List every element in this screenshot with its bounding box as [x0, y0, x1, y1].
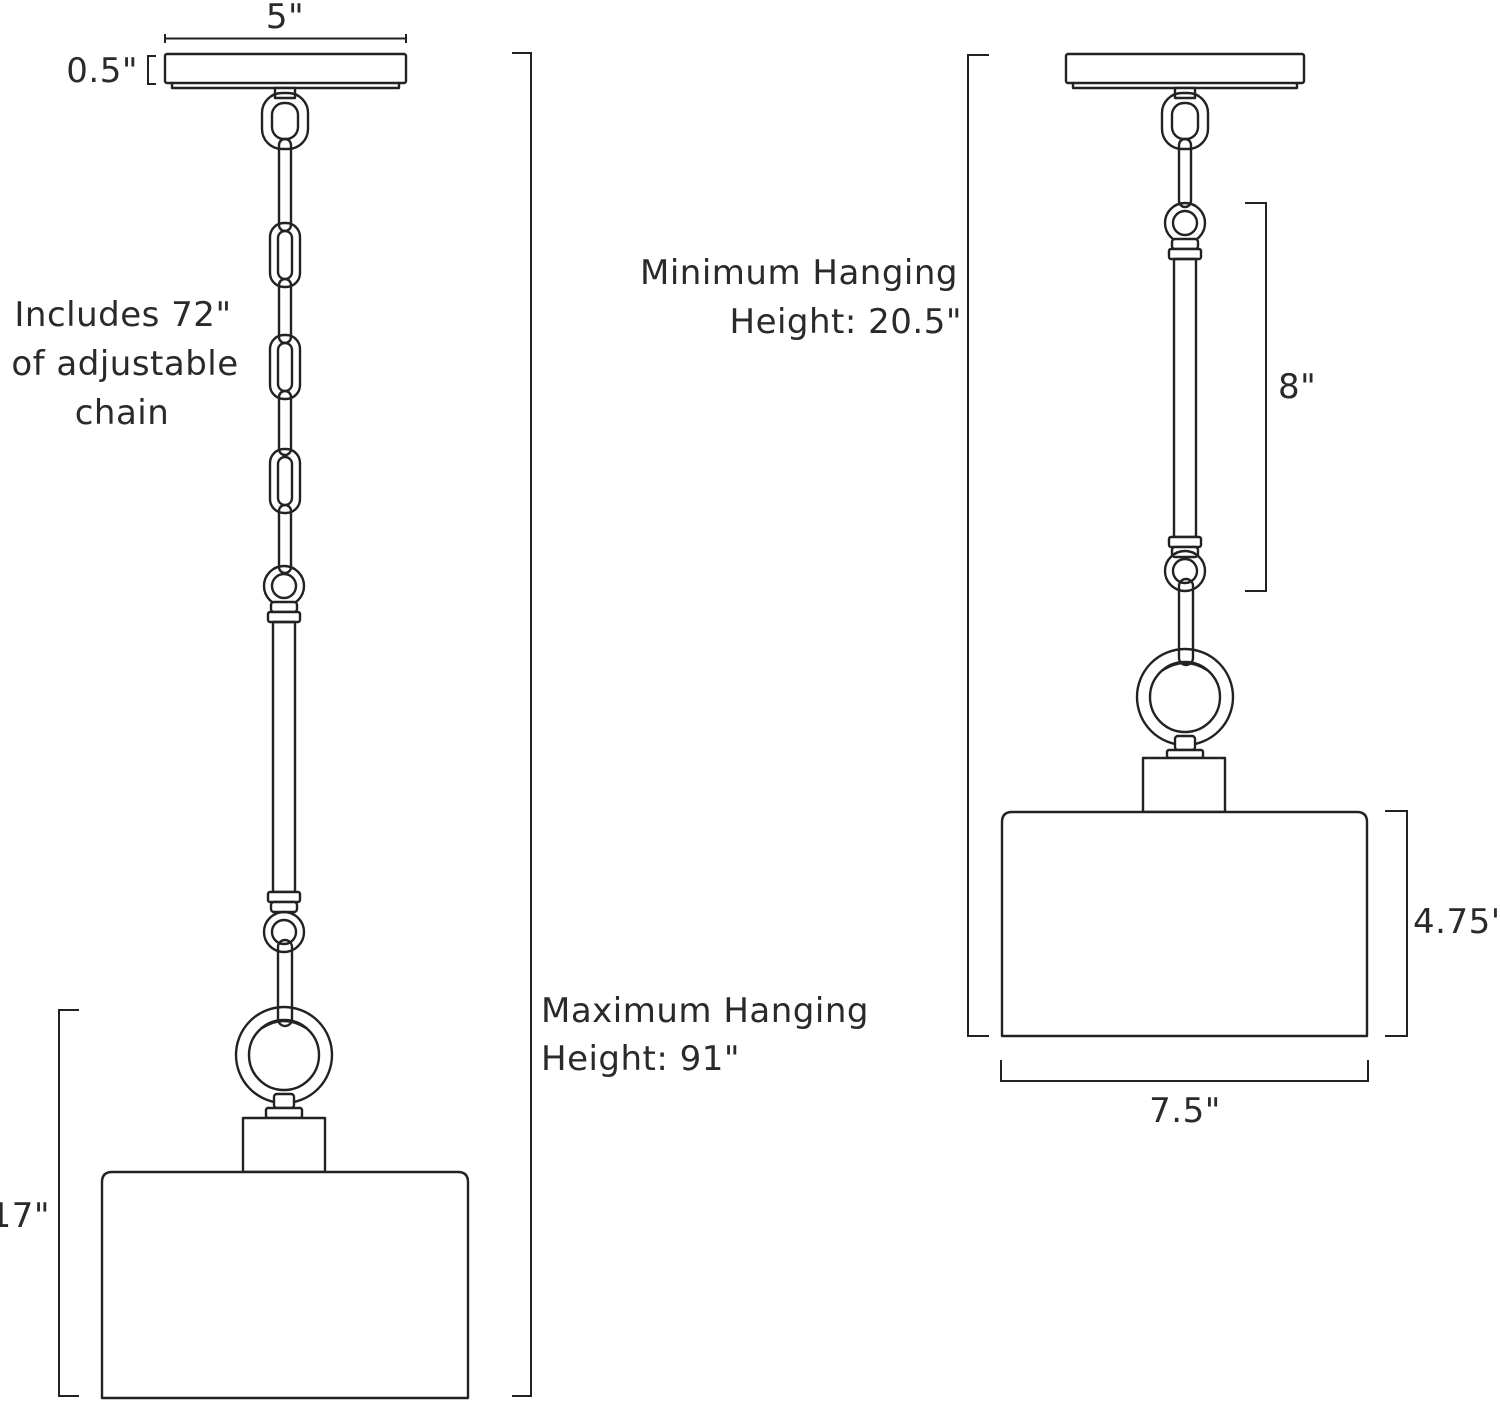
max-height-fixture [100, 52, 470, 1400]
max-height-line2: Height: 91" [541, 1039, 740, 1079]
shade-height-bracket [1385, 810, 1408, 1037]
canopy-plate [1064, 52, 1306, 100]
body-height-label: 17" [0, 1196, 50, 1236]
canopy-width-dimension [164, 34, 407, 43]
lower-rod-ring [1163, 549, 1207, 667]
max-height-line1: Maximum Hanging [541, 991, 869, 1031]
shade-height-label: 4.75" [1413, 902, 1500, 942]
max-height-bracket [512, 52, 532, 1397]
lower-rod-ring [262, 910, 306, 1028]
socket-cup [241, 1116, 327, 1174]
shade-width-dimension [1000, 1060, 1369, 1082]
chain-link [1177, 137, 1193, 209]
decorative-ring [1135, 647, 1235, 760]
shade-width-label: 7.5" [1149, 1091, 1221, 1131]
chain [268, 137, 302, 575]
chain-note-line2: of adjustable [11, 344, 238, 384]
socket-cup [1141, 756, 1227, 814]
max-height-dimensions [58, 34, 532, 1397]
canopy-height-label: 0.5" [66, 51, 138, 91]
drum-shade [100, 1170, 470, 1400]
min-height-bracket [967, 54, 989, 1037]
chain-note-line3: chain [75, 393, 170, 433]
drum-shade [1000, 810, 1369, 1038]
min-height-dimensions [967, 54, 1408, 1082]
rod-length-label: 8" [1278, 367, 1316, 407]
min-height-fixture [1000, 52, 1369, 1038]
rod-length-bracket [1245, 202, 1267, 592]
chain-note-line1: Includes 72" [14, 295, 231, 335]
min-height-line1: Minimum Hanging [640, 253, 958, 293]
body-height-bracket [58, 1009, 79, 1397]
canopy-height-bracket [147, 55, 156, 85]
down-rod [1167, 247, 1203, 559]
upper-rod-ring [1163, 201, 1207, 251]
upper-rod-ring [262, 564, 306, 614]
canopy-plate [163, 52, 408, 100]
top-shackle [260, 91, 310, 151]
canopy-width-label: 5" [266, 0, 304, 37]
down-rod [266, 610, 302, 914]
min-height-line2: Height: 20.5" [730, 302, 963, 342]
decorative-ring [234, 1005, 334, 1120]
top-shackle [1160, 91, 1210, 151]
